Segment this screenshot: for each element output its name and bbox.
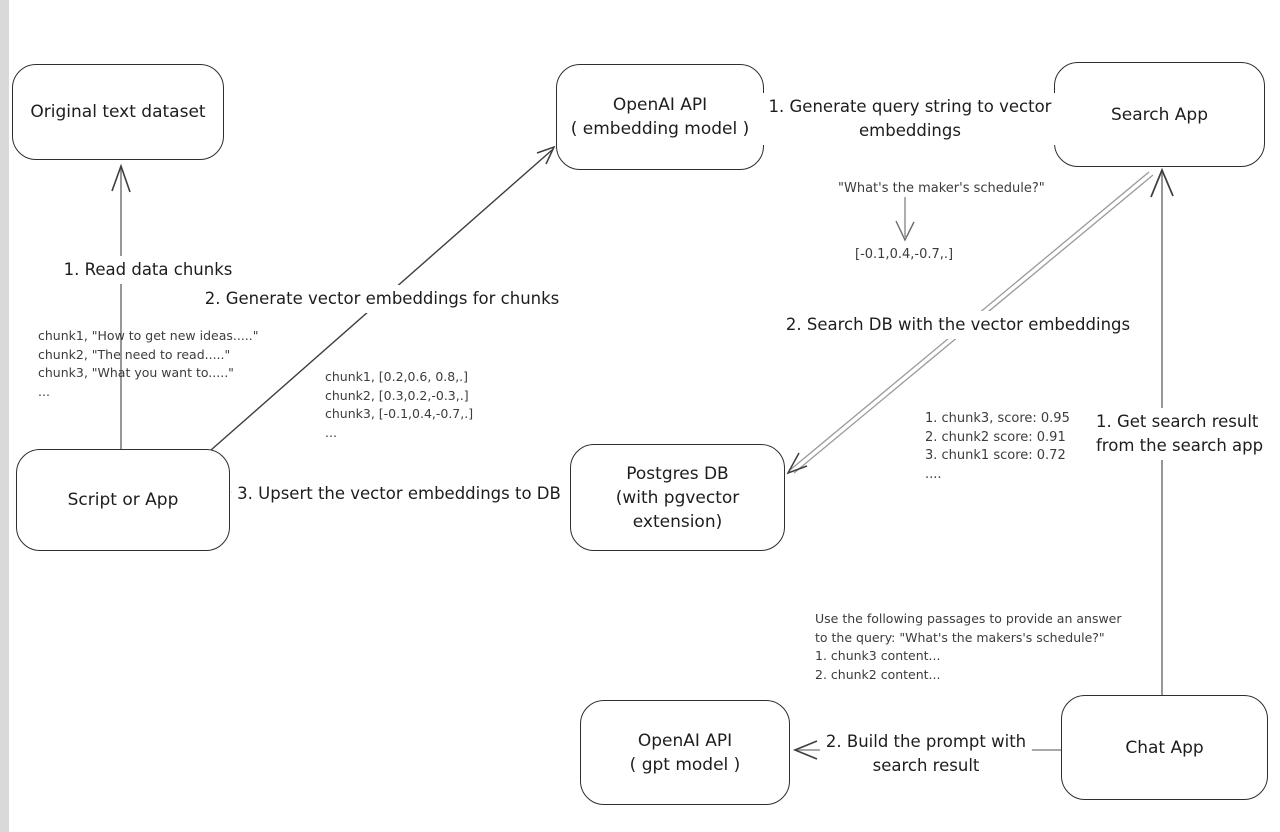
edge-label-get-search-result: 1. Get search result from the search app: [1090, 408, 1270, 460]
edge-label-generate-query: 1. Generate query string to vector embed…: [762, 93, 1058, 145]
annotation-line: chunk1, [0.2,0.6, 0.8,.]: [325, 369, 469, 384]
edge-label-search-db: 2. Search DB with the vector embeddings: [779, 311, 1137, 339]
annotation-line: ...: [38, 383, 50, 399]
annotation-chunk-list: chunk1, "How to get new ideas....." chun…: [38, 327, 259, 401]
annotation-line: 1. chunk3, score: 0.95: [925, 411, 1070, 426]
node-label-line1: OpenAI API: [637, 730, 733, 751]
node-label-line1: Postgres DB: [626, 463, 729, 484]
node-label: Script or App: [67, 490, 179, 510]
annotation-line: 2. chunk2 content...: [815, 666, 941, 682]
edge-label-upsert-embeddings: 3. Upsert the vector embeddings to DB: [231, 480, 567, 508]
node-original-text-dataset: Original text dataset: [12, 64, 224, 160]
node-openai-gpt: OpenAI API ( gpt model ): [580, 700, 790, 805]
node-chat-app: Chat App: [1061, 695, 1268, 800]
edge-label-line: 2. Build the prompt with: [825, 732, 1027, 751]
annotation-line: chunk3, "What you want to.....": [38, 365, 234, 380]
node-label: Chat App: [1125, 737, 1204, 758]
annotation-line: ...: [325, 424, 337, 440]
node-openai-embedding: OpenAI API ( embedding model ): [556, 64, 764, 170]
annotation-vector-list: chunk1, [0.2,0.6, 0.8,.] chunk2, [0.3,0.…: [325, 368, 473, 442]
annotation-line: Use the following passages to provide an…: [815, 611, 1122, 626]
node-search-app: Search App: [1054, 62, 1265, 167]
node-postgres-db: Postgres DB (with pgvector extension): [570, 444, 785, 551]
annotation-line: chunk1, "How to get new ideas.....": [38, 328, 259, 343]
annotation-line: chunk2, "The need to read.....": [38, 346, 231, 362]
annotation-line: ....: [925, 466, 942, 482]
edge-label-line: 1. Get search result: [1096, 412, 1259, 431]
annotation-line: 1. chunk3 content...: [815, 648, 941, 663]
arrow-read-data-chunks: [111, 163, 131, 452]
node-label-line2: ( embedding model ): [570, 119, 750, 139]
annotation-score-list: 1. chunk3, score: 0.95 2. chunk2 score: …: [925, 410, 1070, 484]
annotation-line: chunk2, [0.3,0.2,-0.3,.]: [325, 387, 469, 403]
arrow-query-to-vector: [895, 197, 915, 242]
annotation-line: to the query: "What's the makers's sched…: [815, 629, 1105, 645]
annotation-line: 3. chunk1 score: 0.72: [925, 448, 1066, 463]
edge-label-line: search result: [872, 756, 980, 775]
node-script-or-app: Script or App: [16, 449, 230, 551]
node-label-line2: ( gpt model ): [629, 754, 741, 775]
annotation-query-vector: [-0.1,0.4,-0.7,.]: [855, 247, 954, 262]
node-label: Search App: [1110, 104, 1209, 125]
edge-label-line: embeddings: [859, 121, 961, 140]
edge-label-generate-embeddings: 2. Generate vector embeddings for chunks: [198, 285, 566, 313]
annotation-query-string: "What's the maker's schedule?": [838, 181, 1045, 196]
annotation-line: chunk3, [-0.1,0.4,-0.7,.]: [325, 406, 474, 421]
node-label: Original text dataset: [30, 102, 206, 122]
annotation-prompt-text: Use the following passages to provide an…: [815, 610, 1122, 684]
annotation-line: 2. chunk2 score: 0.91: [925, 429, 1066, 445]
edge-label-build-prompt: 2. Build the prompt with search result: [819, 728, 1033, 780]
node-label-line2: (with pgvector extension): [615, 487, 740, 532]
edge-label-line: from the search app: [1096, 436, 1264, 455]
edge-label-line: 1. Generate query string to vector: [768, 97, 1052, 116]
node-label-line1: OpenAI API: [612, 95, 708, 115]
left-edge-strip: [0, 0, 9, 832]
edge-label-read-chunks: 1. Read data chunks: [57, 256, 239, 284]
